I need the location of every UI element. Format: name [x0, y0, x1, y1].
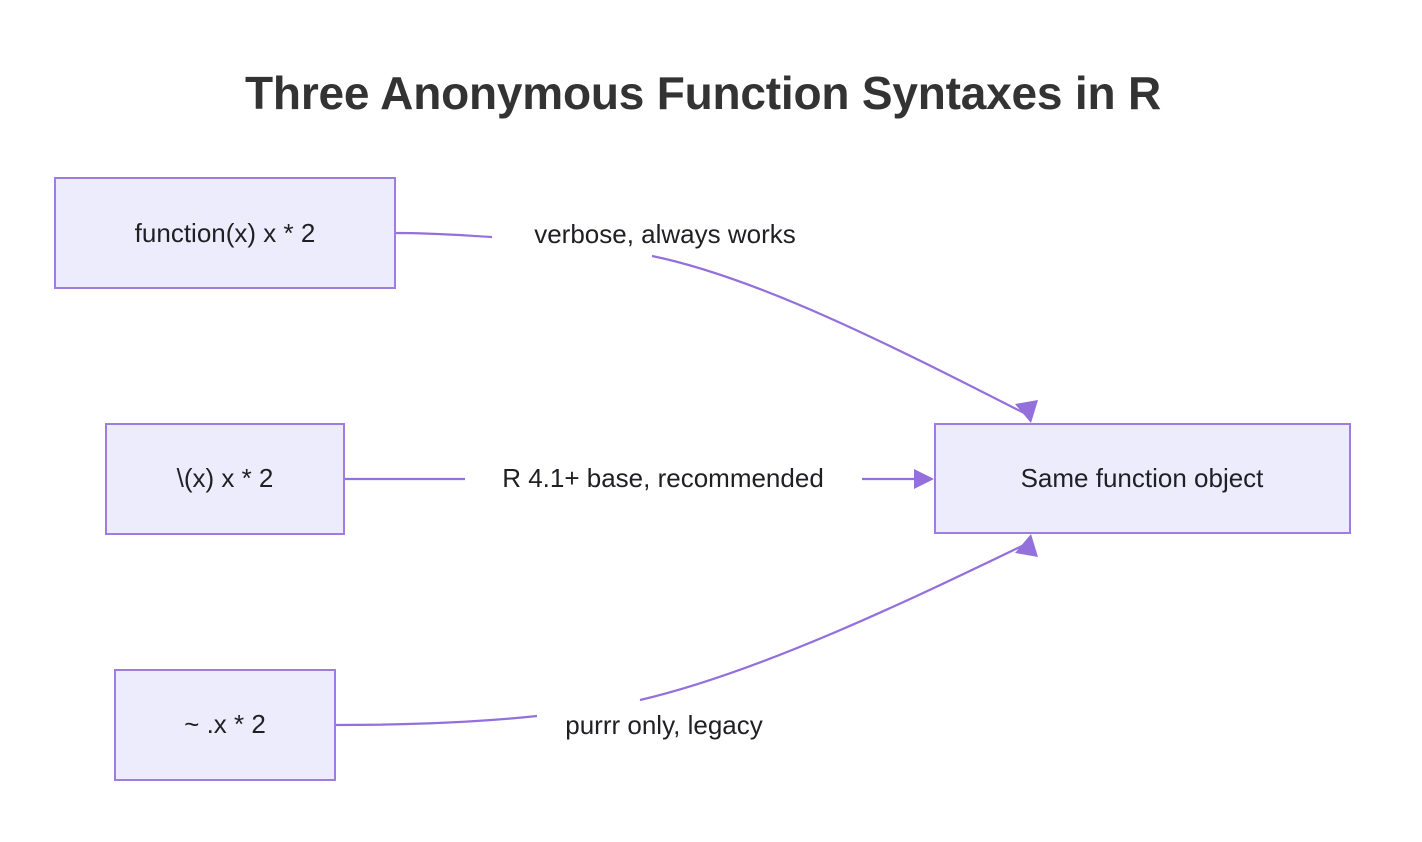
edge-lambda-label: R 4.1+ base, recommended [502, 463, 824, 493]
edge-formula [334, 534, 1038, 727]
edge-verbose-label-bg [498, 216, 832, 254]
edge-verbose-stub [394, 231, 493, 239]
node-fn-lambda[interactable]: \(x) x * 2 [105, 423, 345, 535]
edge-lambda-label-group: R 4.1+ base, recommended [465, 460, 862, 498]
edge-formula-curve [639, 544, 1025, 702]
node-same-object-box[interactable] [934, 423, 1351, 534]
node-fn-lambda-label: \(x) x * 2 [177, 463, 274, 493]
edge-formula-stub [334, 714, 538, 727]
edge-formula-label-group: purrr only, legacy [541, 707, 787, 745]
node-same-object-label: Same function object [1021, 463, 1265, 493]
node-fn-formula[interactable]: ~ .x * 2 [114, 669, 336, 781]
page-title: Three Anonymous Function Syntaxes in R [245, 67, 1161, 119]
edge-verbose [394, 231, 1038, 423]
node-fn-verbose[interactable]: function(x) x * 2 [54, 177, 396, 289]
edge-verbose-curve [651, 254, 1025, 414]
edge-lambda-arrowhead [914, 469, 934, 489]
edge-formula-arrowhead [1015, 534, 1038, 557]
node-fn-formula-label: ~ .x * 2 [184, 709, 266, 739]
edge-lambda-label-bg [465, 460, 862, 498]
edge-verbose-label: verbose, always works [534, 219, 796, 249]
edge-lambda [344, 469, 934, 489]
edge-formula-label-bg [541, 707, 787, 745]
node-fn-verbose-box[interactable] [54, 177, 396, 289]
edge-verbose-label-group: verbose, always works [498, 216, 832, 254]
node-fn-lambda-box[interactable] [105, 423, 345, 535]
node-fn-verbose-label: function(x) x * 2 [135, 218, 316, 248]
edge-verbose-arrowhead [1015, 400, 1038, 423]
node-same-object[interactable]: Same function object [934, 423, 1351, 534]
node-fn-formula-box[interactable] [114, 669, 336, 781]
edge-formula-label: purrr only, legacy [565, 710, 763, 740]
